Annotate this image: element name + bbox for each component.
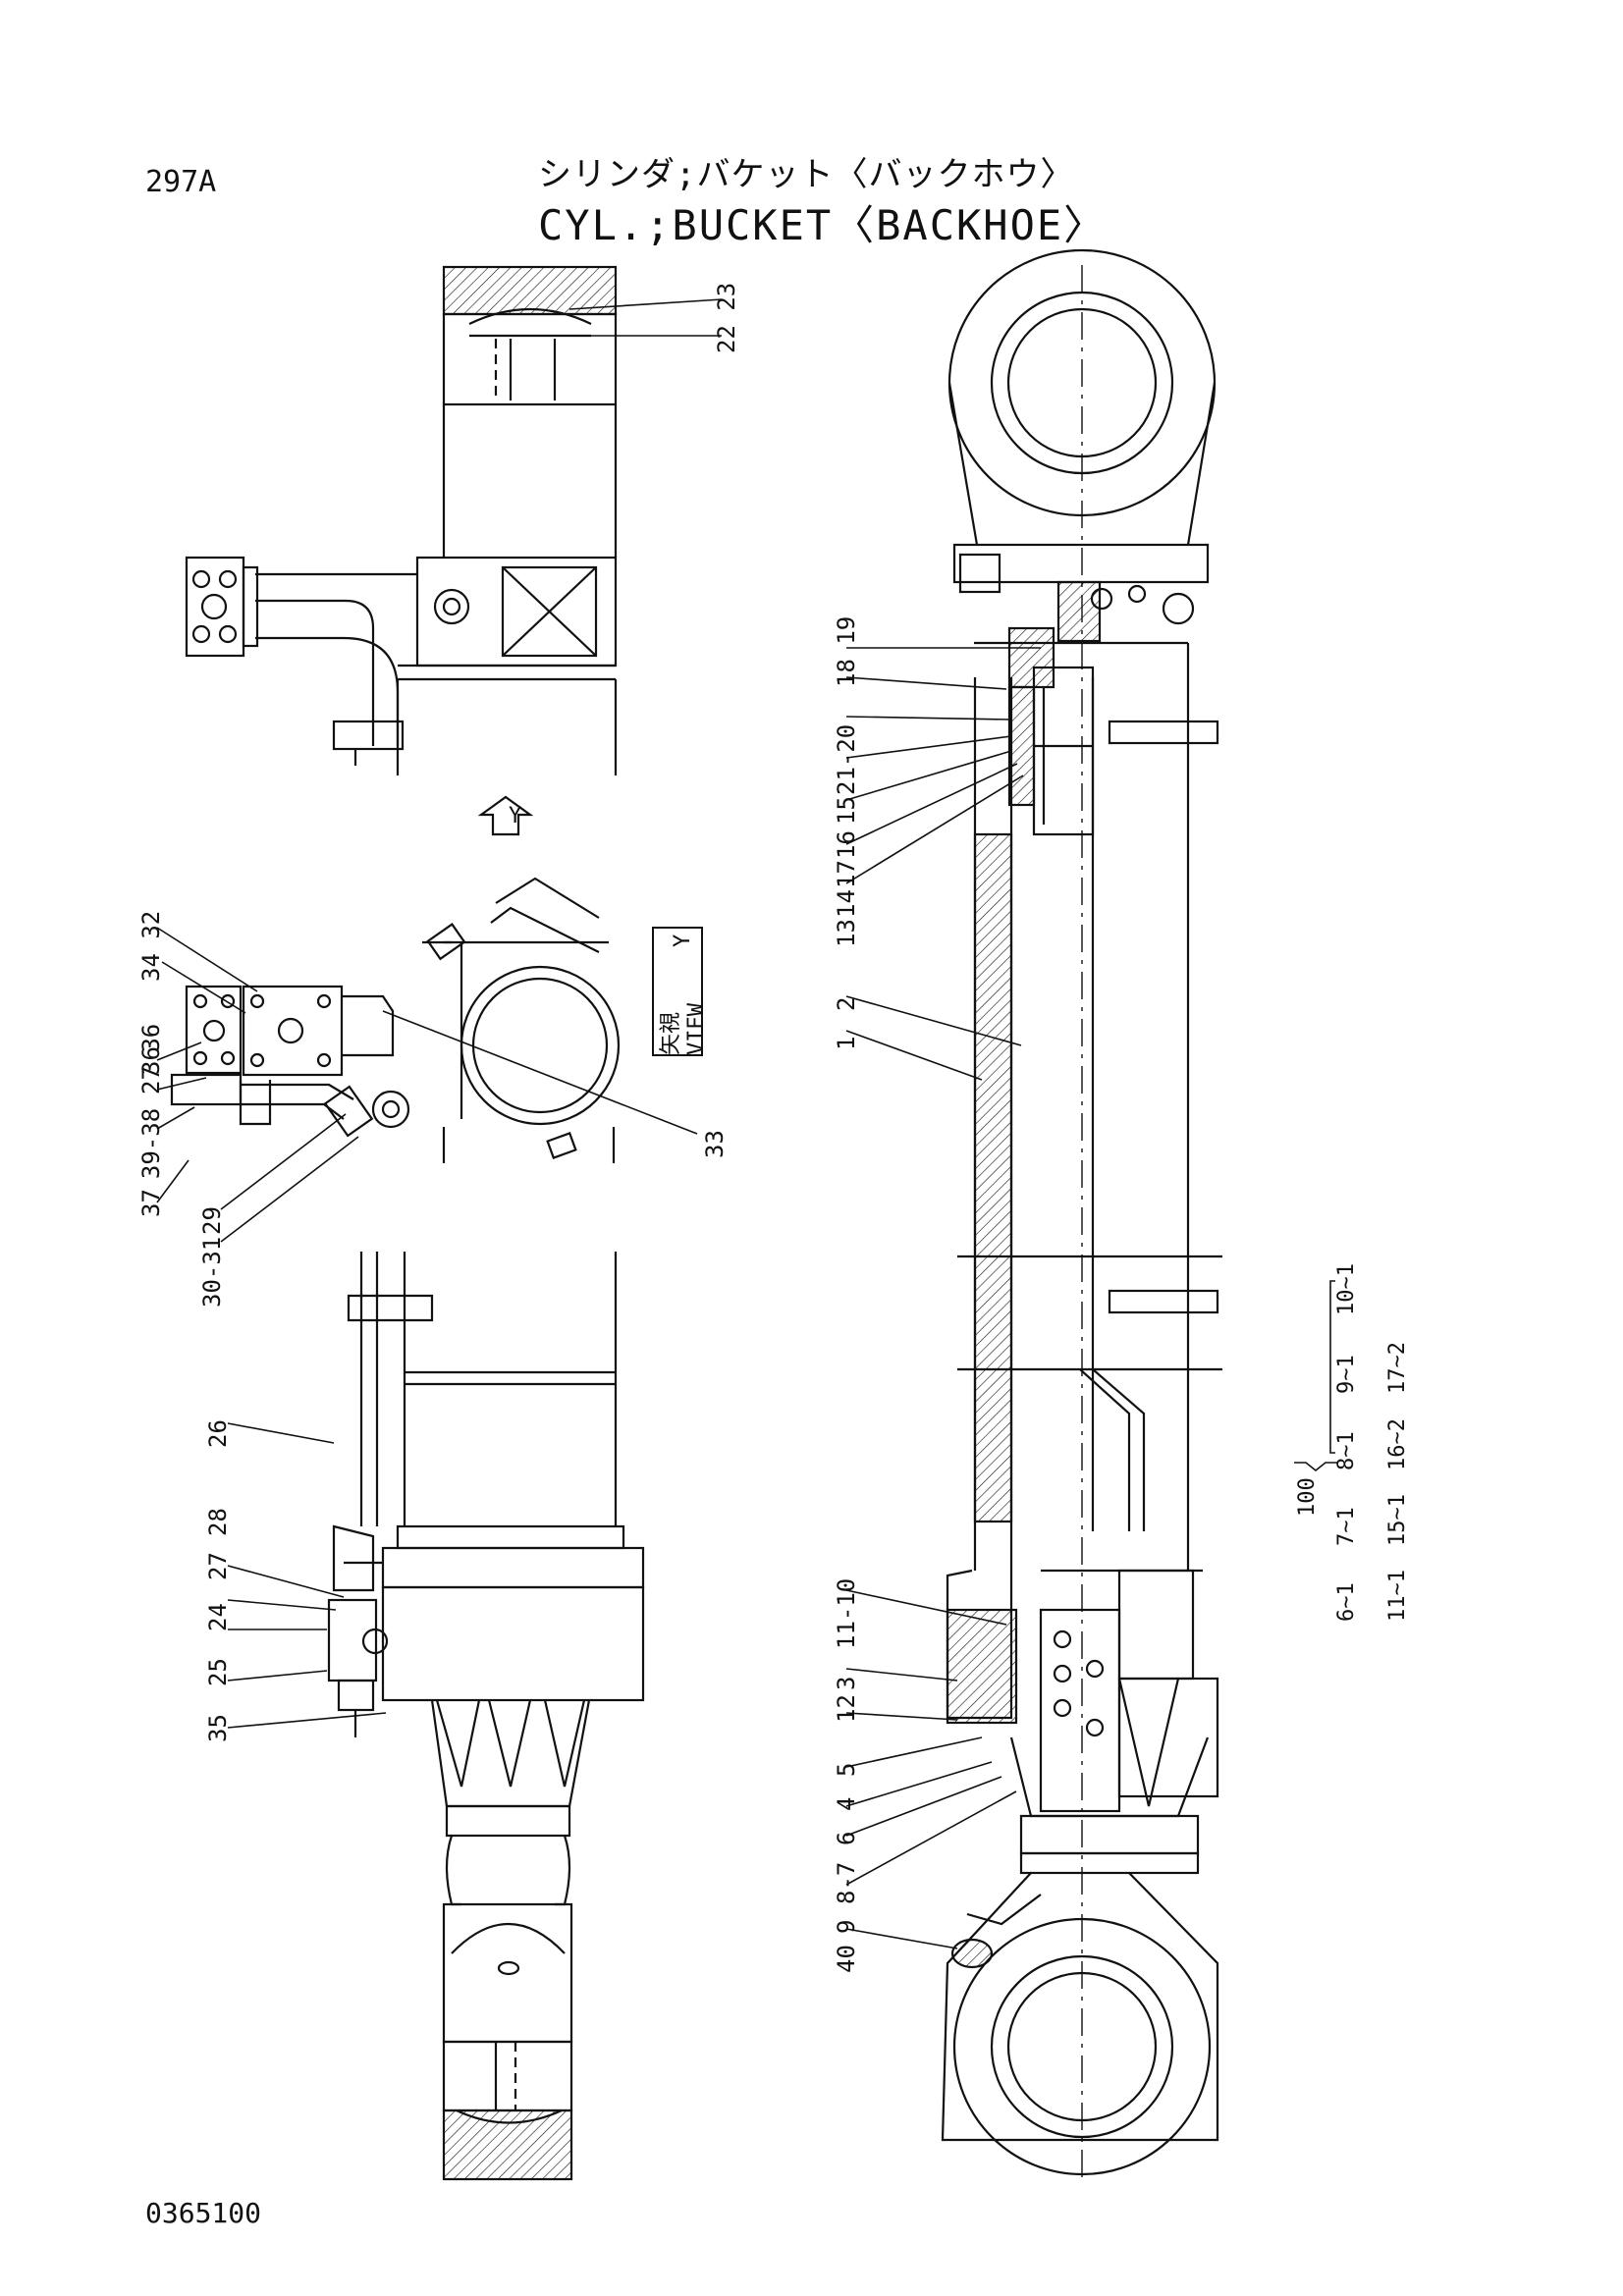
callout-12: 12 [833, 1694, 860, 1723]
callout-27-36: 27 36 [137, 1024, 165, 1095]
callout-4: 4 [833, 1797, 860, 1811]
page-number: 297A [145, 165, 217, 199]
view-en-text: VIEW [684, 1002, 709, 1055]
kit-row1-item-3: 9~1 [1334, 1355, 1359, 1394]
lower-left-elevation [327, 1252, 645, 2181]
callout-8-7: 8-7 [833, 1862, 860, 1904]
callout-18-19: 18 19 [833, 616, 860, 687]
callout-22-23: 22 23 [713, 283, 740, 353]
view-y-section [170, 877, 621, 1163]
callout-15: 15 [833, 796, 860, 825]
leader-lines [156, 298, 1337, 1949]
callout-11-10: 11-10 [833, 1578, 860, 1649]
kit-row2-item-3: 17~2 [1385, 1342, 1410, 1394]
callout-35: 35 [204, 1714, 232, 1742]
kit-row2-item-0: 11~1 [1385, 1570, 1410, 1622]
callout-40: 40 [833, 1945, 860, 1973]
callout-5: 5 [833, 1763, 860, 1777]
kit-row1-item-1: 7~1 [1334, 1507, 1359, 1546]
callout-9: 9 [833, 1920, 860, 1934]
callout-36: 36 [137, 1046, 165, 1075]
kit-row1-item-4: 10~1 [1334, 1263, 1359, 1315]
callout-1: 1 [833, 1037, 860, 1050]
title-english: CYL.;BUCKET〈BACKHOE〉 [538, 201, 1108, 249]
callout-25: 25 [204, 1658, 232, 1686]
view-y-label: 矢視 VIEW Y [659, 934, 709, 1055]
view-arrow-y [477, 795, 534, 836]
callout-24: 24 [204, 1603, 232, 1631]
callout-6: 6 [833, 1832, 860, 1845]
callout-29: 29 [198, 1206, 226, 1235]
callout-16: 16 [833, 830, 860, 859]
callout-33: 33 [701, 1130, 729, 1158]
callout-39-38: 39-38 [137, 1108, 165, 1179]
callout-37-39-38: 37 39-38 [137, 1108, 165, 1217]
kit-row2-item-1: 15~1 [1385, 1494, 1410, 1546]
view-jp-text: 矢視 [659, 1012, 683, 1055]
view-y-text: Y [671, 934, 695, 947]
kit-row2-item-2: 16~2 [1385, 1418, 1410, 1470]
document-number: 0365100 [145, 2197, 262, 2229]
callout-30-31: 30-31 [198, 1237, 226, 1308]
kit-row1-item-0: 6~1 [1334, 1582, 1359, 1622]
callout-21-20: 21-20 [833, 724, 860, 795]
kit-table: 100 6~1 7~1 8~1 9~1 10~1 11~1 15~1 16~2 … [1295, 1263, 1410, 1622]
callout-14: 14 [833, 889, 860, 918]
main-sectional-view [941, 248, 1222, 2179]
callout-26: 26 [204, 1419, 232, 1448]
kit-main-number: 100 [1295, 1477, 1320, 1517]
callout-13: 13 [833, 919, 860, 947]
callout-27: 27 [204, 1552, 232, 1580]
callout-34-32: 34 32 [137, 911, 165, 982]
top-view-cylinder-head [185, 265, 618, 775]
view-arrow-label: Y [509, 804, 521, 828]
callout-37: 37 [137, 1189, 165, 1217]
title-japanese: シリンダ;バケット〈バックホウ〉 [538, 155, 1075, 194]
callout-2: 2 [833, 997, 860, 1011]
callout-3: 3 [833, 1677, 860, 1690]
callout-17: 17 [833, 860, 860, 888]
kit-row1-item-2: 8~1 [1334, 1431, 1359, 1470]
callout-28: 28 [204, 1508, 232, 1536]
